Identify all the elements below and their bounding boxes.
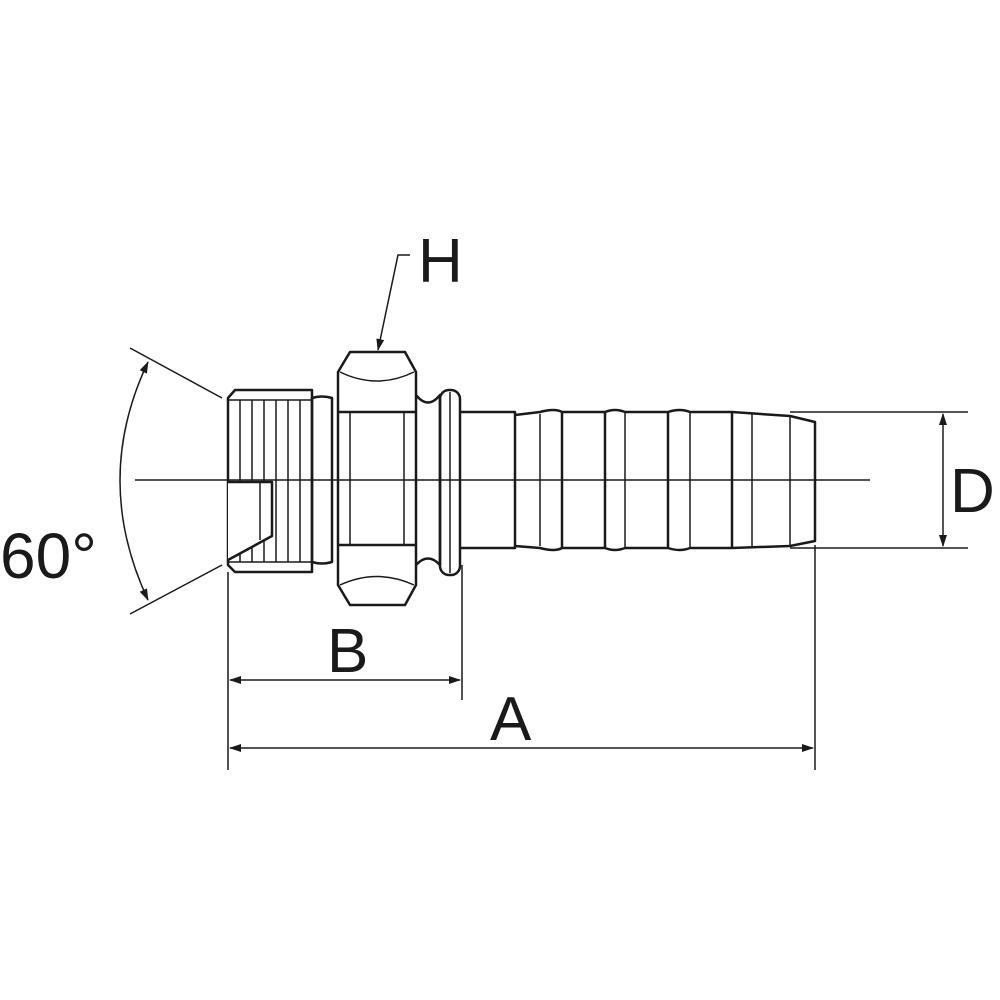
length-a-label: A	[490, 685, 532, 754]
cone-seat	[227, 480, 274, 562]
diameter-label: D	[950, 457, 995, 526]
angle-extension-upper	[129, 347, 223, 399]
hex-leader-line	[376, 254, 410, 351]
hex-label: H	[418, 227, 463, 296]
collar	[415, 388, 462, 577]
hose-tail	[460, 408, 817, 552]
angle-label: 60°	[0, 520, 97, 592]
thread-neck	[310, 395, 334, 565]
hex-nut	[336, 350, 418, 607]
angle-extension-lower	[129, 564, 223, 615]
angle-dimension-arc	[119, 361, 149, 601]
length-b-label: B	[327, 617, 368, 686]
